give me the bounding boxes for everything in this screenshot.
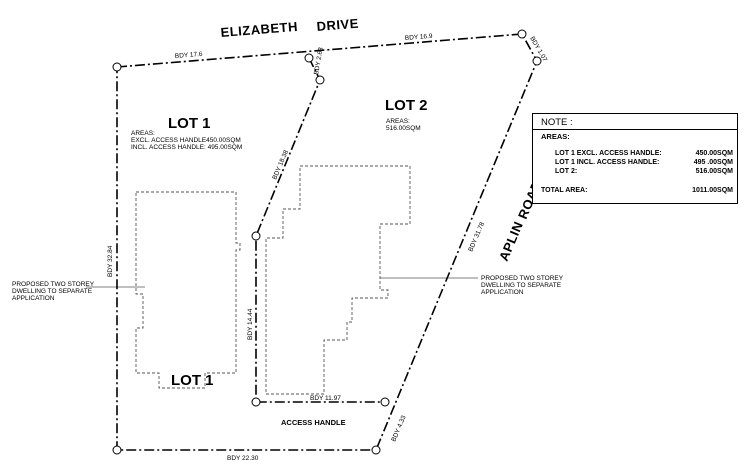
bdy-left: BDY 32.84 xyxy=(107,245,114,277)
dwelling-left-line2: DWELLING TO SEPARATE xyxy=(12,288,93,295)
survey-mark xyxy=(251,397,261,407)
street-aplin: APLIN xyxy=(496,219,526,263)
note-box: NOTE : AREAS: LOT 1 EXCL. ACCESS HANDLE:… xyxy=(532,113,738,204)
lot1-title: LOT 1 xyxy=(168,115,211,132)
lot1-excl-area: EXCL. ACCESS HANDLE450.00SQM xyxy=(131,137,241,144)
lot1-incl-area: INCL. ACCESS HANDLE: 495.00SQM xyxy=(131,144,242,151)
survey-mark xyxy=(315,75,325,85)
note-areas-heading: AREAS: xyxy=(541,132,570,141)
note-row-label: LOT 1 INCL. ACCESS HANDLE: xyxy=(555,159,660,166)
survey-mark xyxy=(112,62,122,72)
survey-mark xyxy=(251,231,261,241)
bdy-inner-vertical: BDY 14.44 xyxy=(247,308,254,340)
dwelling-left-line1: PROPOSED TWO STOREY xyxy=(12,281,95,288)
lot-division-boundary xyxy=(255,57,385,403)
bdy-bottom: BDY 22.30 xyxy=(227,455,259,462)
note-row-label: LOT 1 EXCL. ACCESS HANDLE: xyxy=(555,150,662,157)
bdy-inner-top: BDY 2.63 xyxy=(313,46,325,75)
lot1-bottom-label: LOT 1 xyxy=(171,372,214,389)
lot2-title: LOT 2 xyxy=(385,97,428,114)
bdy-top-left: BDY 17.6 xyxy=(175,51,204,60)
note-total-value: 1011.00SQM xyxy=(692,187,733,194)
dwelling-right-line2: DWELLING TO SEPARATE xyxy=(481,282,562,289)
note-divider xyxy=(533,129,737,130)
note-row-value: 495 .00SQM xyxy=(693,159,733,166)
dwelling-left-line3: APPLICATION xyxy=(12,295,55,302)
dwelling-outline-lot1 xyxy=(135,191,241,389)
survey-mark xyxy=(532,56,542,66)
outer-boundary xyxy=(116,33,538,451)
lot2-area: 516.00SQM xyxy=(386,125,421,132)
access-handle-label: ACCESS HANDLE xyxy=(281,418,346,427)
note-row-value: 450.00SQM xyxy=(695,150,733,157)
survey-mark xyxy=(517,29,527,39)
bdy-top-right: BDY 16.9 xyxy=(405,33,434,42)
lot2-areas-label: AREAS: xyxy=(386,118,410,125)
survey-mark xyxy=(371,445,381,455)
street-elizabeth: ELIZABETH xyxy=(220,19,298,40)
survey-mark xyxy=(112,445,122,455)
bdy-bottom-right: BDY 4.33 xyxy=(390,414,407,443)
bdy-right-side: BDY 31.78 xyxy=(467,221,486,253)
street-drive: DRIVE xyxy=(316,16,359,34)
lot1-areas-label: AREAS: xyxy=(131,130,155,137)
note-total-label: TOTAL AREA: xyxy=(541,187,588,194)
dwelling-right-line3: APPLICATION xyxy=(481,289,524,296)
dwelling-outline-lot2 xyxy=(265,165,411,395)
note-row-value: 516.00SQM xyxy=(695,168,733,175)
bdy-inner-bottom: BDY 11.97 xyxy=(310,395,341,402)
note-row-label: LOT 2: xyxy=(555,168,578,175)
survey-mark xyxy=(380,397,390,407)
survey-mark xyxy=(304,53,314,63)
dwelling-right-line1: PROPOSED TWO STOREY xyxy=(481,275,564,282)
note-title: NOTE : xyxy=(541,117,573,128)
